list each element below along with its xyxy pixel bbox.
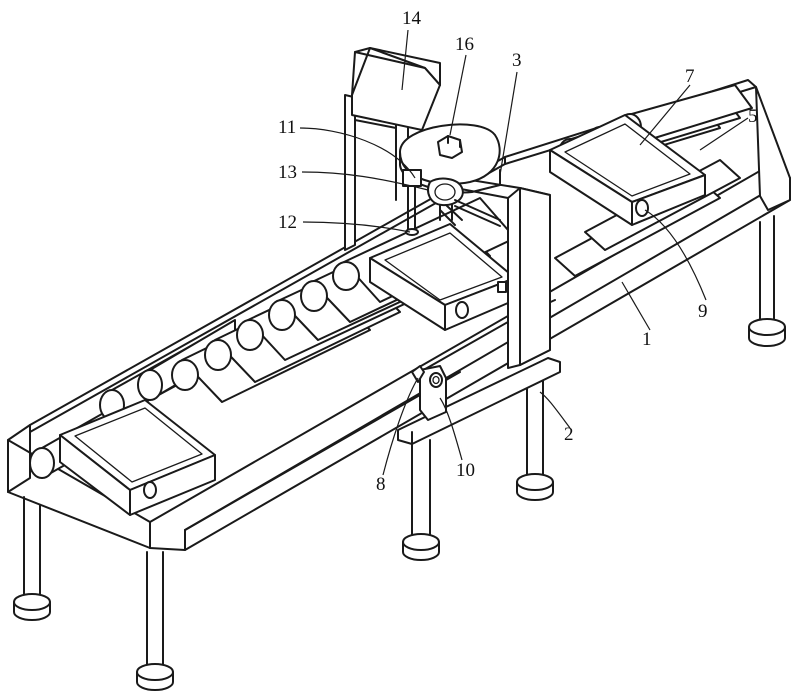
- label-14: 14: [402, 8, 422, 29]
- label-13: 13: [278, 162, 297, 183]
- control-box: [352, 48, 440, 130]
- label-11: 11: [278, 117, 296, 138]
- label-16: 16: [455, 34, 474, 55]
- label-12: 12: [278, 212, 297, 233]
- label-3: 3: [512, 50, 522, 71]
- label-1: 1: [642, 329, 652, 350]
- label-9: 9: [698, 301, 708, 322]
- label-10: 10: [456, 460, 475, 481]
- label-5: 5: [748, 106, 758, 127]
- label-7: 7: [685, 66, 695, 87]
- label-2: 2: [564, 424, 574, 445]
- label-8: 8: [376, 474, 386, 495]
